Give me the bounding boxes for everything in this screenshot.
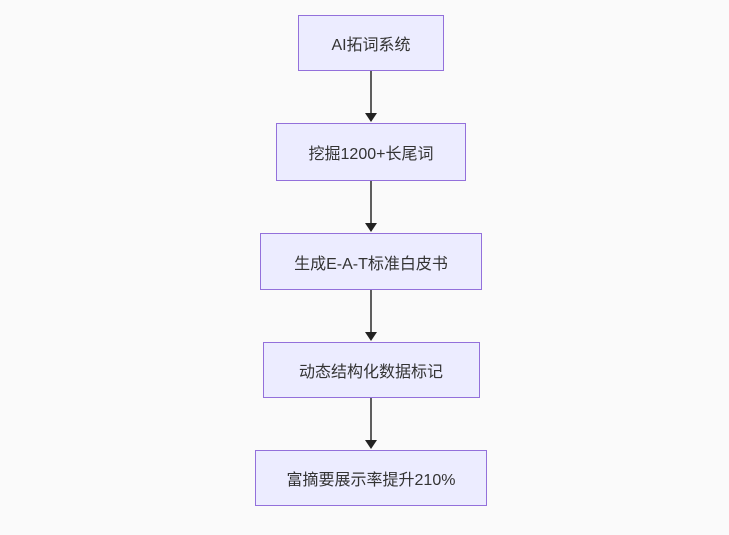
flow-node-longtail-keyword-mining: 挖掘1200+长尾词 (276, 123, 466, 181)
arrow-line (370, 398, 372, 441)
arrowhead-icon (365, 223, 377, 232)
arrow-line (370, 71, 372, 114)
flow-arrow-4 (364, 398, 378, 450)
flow-arrow-2 (364, 181, 378, 233)
flow-node-ai-expansion-system: AI拓词系统 (298, 15, 444, 71)
flow-node-dynamic-structured-data: 动态结构化数据标记 (262, 342, 480, 398)
flow-arrow-3 (364, 290, 378, 342)
arrowhead-icon (365, 113, 377, 122)
flow-node-rich-snippet-result: 富摘要展示率提升210% (255, 450, 487, 506)
flow-arrow-1 (364, 71, 378, 123)
arrow-line (370, 181, 372, 224)
arrowhead-icon (365, 332, 377, 341)
flowchart: AI拓词系统 挖掘1200+长尾词 生成E-A-T标准白皮书 动态结构化数据标记… (255, 15, 487, 506)
flow-node-eat-whitepaper: 生成E-A-T标准白皮书 (260, 233, 482, 290)
arrowhead-icon (365, 440, 377, 449)
arrow-line (370, 290, 372, 333)
